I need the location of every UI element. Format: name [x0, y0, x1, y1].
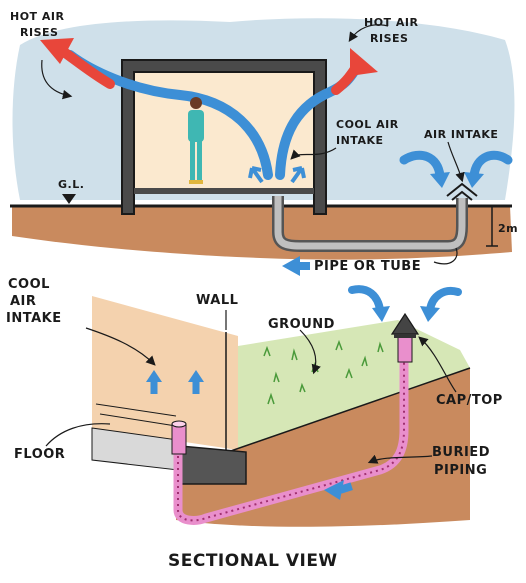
cap-label: CAP/TOP: [436, 393, 503, 408]
bottom-section: COOL AIR INTAKE WALL GROUND FLOOR CAP/TO…: [6, 277, 503, 571]
ground-level-label: G.L.: [58, 178, 84, 191]
wall: [92, 296, 238, 450]
bottom-cool-label-3: INTAKE: [6, 311, 62, 326]
cap-arrow-right: [430, 291, 458, 310]
depth-label: 2m: [498, 222, 518, 235]
cool-air-intake-label-1: COOL AIR: [336, 118, 399, 131]
hot-air-left-label-1: HOT AIR: [10, 10, 64, 23]
cap-arrow-left: [352, 289, 380, 310]
cool-air-intake-label-2: INTAKE: [336, 134, 384, 147]
hot-air-left-label-2: RISES: [20, 26, 58, 39]
hot-air-right-label-2: RISES: [370, 32, 408, 45]
buried-label-2: PIPING: [434, 463, 487, 478]
floor-label: FLOOR: [14, 447, 65, 462]
ground-label: GROUND: [268, 317, 335, 332]
indoor-outlet-pipe: [172, 424, 186, 454]
buried-label-1: BURIED: [432, 445, 490, 460]
foundation: [180, 446, 246, 484]
hot-air-right-label-1: HOT AIR: [364, 16, 418, 29]
house-floor: [134, 188, 314, 194]
bottom-cool-label-1: COOL: [8, 277, 50, 292]
wall-label: WALL: [196, 293, 238, 308]
caption-title: SECTIONAL VIEW: [168, 551, 338, 571]
bottom-cool-label-2: AIR: [10, 294, 36, 309]
pipe-label: PIPE OR TUBE: [314, 259, 421, 274]
air-intake-label: AIR INTAKE: [424, 128, 498, 141]
top-section: HOT AIR RISES HOT AIR RISES COOL AIR INT…: [10, 10, 518, 276]
